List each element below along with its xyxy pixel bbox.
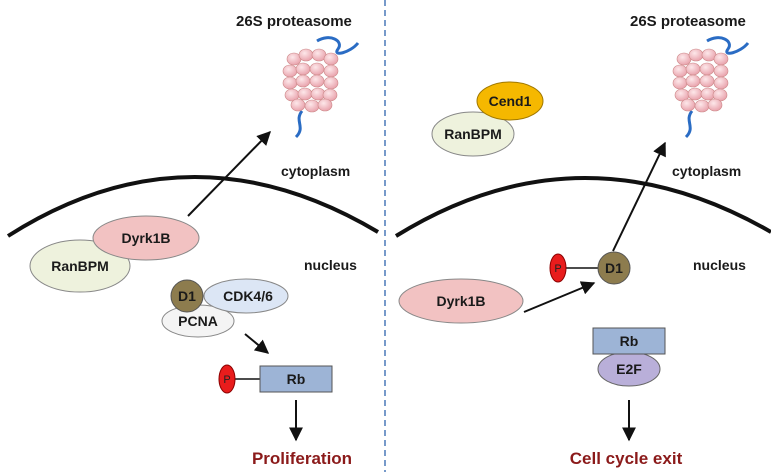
left-arrow-complex-to-rb	[244, 333, 270, 354]
right-rb-label: Rb	[620, 333, 639, 349]
left-d1-label: D1	[178, 288, 196, 304]
right-proteasome-icon	[671, 36, 750, 139]
left-phospho-label: P	[223, 374, 230, 386]
right-cend1-label: Cend1	[489, 93, 532, 109]
right-d1-label: D1	[605, 260, 623, 276]
left-panel: 26S proteasome cytoplasm nucleus RanBPM …	[6, 13, 380, 468]
left-outcome-label: Proliferation	[252, 449, 352, 468]
left-pcna-label: PCNA	[178, 313, 218, 329]
left-dyrk1b-label: Dyrk1B	[121, 230, 170, 246]
left-ranbpm-node	[29, 239, 131, 293]
left-proteasome-label: 26S proteasome	[236, 13, 352, 30]
left-d1-node	[170, 279, 204, 313]
right-cytoplasm-label: cytoplasm	[672, 163, 741, 179]
right-rb-node	[592, 327, 666, 355]
right-phospho-label: P	[554, 263, 561, 275]
left-rb-node	[259, 365, 333, 393]
left-nuclear-membrane	[6, 175, 380, 238]
right-nuclear-membrane	[394, 176, 771, 238]
right-dyrk1b-label: Dyrk1B	[436, 293, 485, 309]
right-ranbpm-node	[431, 111, 515, 157]
left-arrow-dyrk1b-to-proteasome	[187, 130, 271, 217]
left-phospho-node	[218, 364, 236, 394]
left-proteasome-icon	[281, 36, 360, 139]
right-nucleus-label: nucleus	[693, 257, 746, 273]
right-e2f-label: E2F	[616, 361, 642, 377]
right-cend1-node	[476, 81, 544, 121]
right-outcome-label: Cell cycle exit	[570, 449, 683, 468]
right-ranbpm-label: RanBPM	[444, 126, 502, 142]
left-cytoplasm-label: cytoplasm	[281, 163, 350, 179]
right-arrow-d1-to-proteasome	[612, 141, 666, 252]
left-cdk46-node	[203, 278, 289, 314]
right-panel: 26S proteasome cytoplasm RanBPM Cend1 nu…	[394, 13, 771, 468]
left-ranbpm-label: RanBPM	[51, 258, 109, 274]
left-cdk46-label: CDK4/6	[223, 288, 273, 304]
left-dyrk1b-node	[92, 215, 200, 261]
left-nucleus-label: nucleus	[304, 257, 357, 273]
right-proteasome-label: 26S proteasome	[630, 13, 746, 30]
right-arrow-dyrk1b-to-d1	[523, 281, 596, 313]
left-rb-label: Rb	[287, 371, 306, 387]
right-dyrk1b-node	[398, 278, 524, 324]
right-d1-node	[597, 251, 631, 285]
right-phospho-node	[549, 253, 567, 283]
